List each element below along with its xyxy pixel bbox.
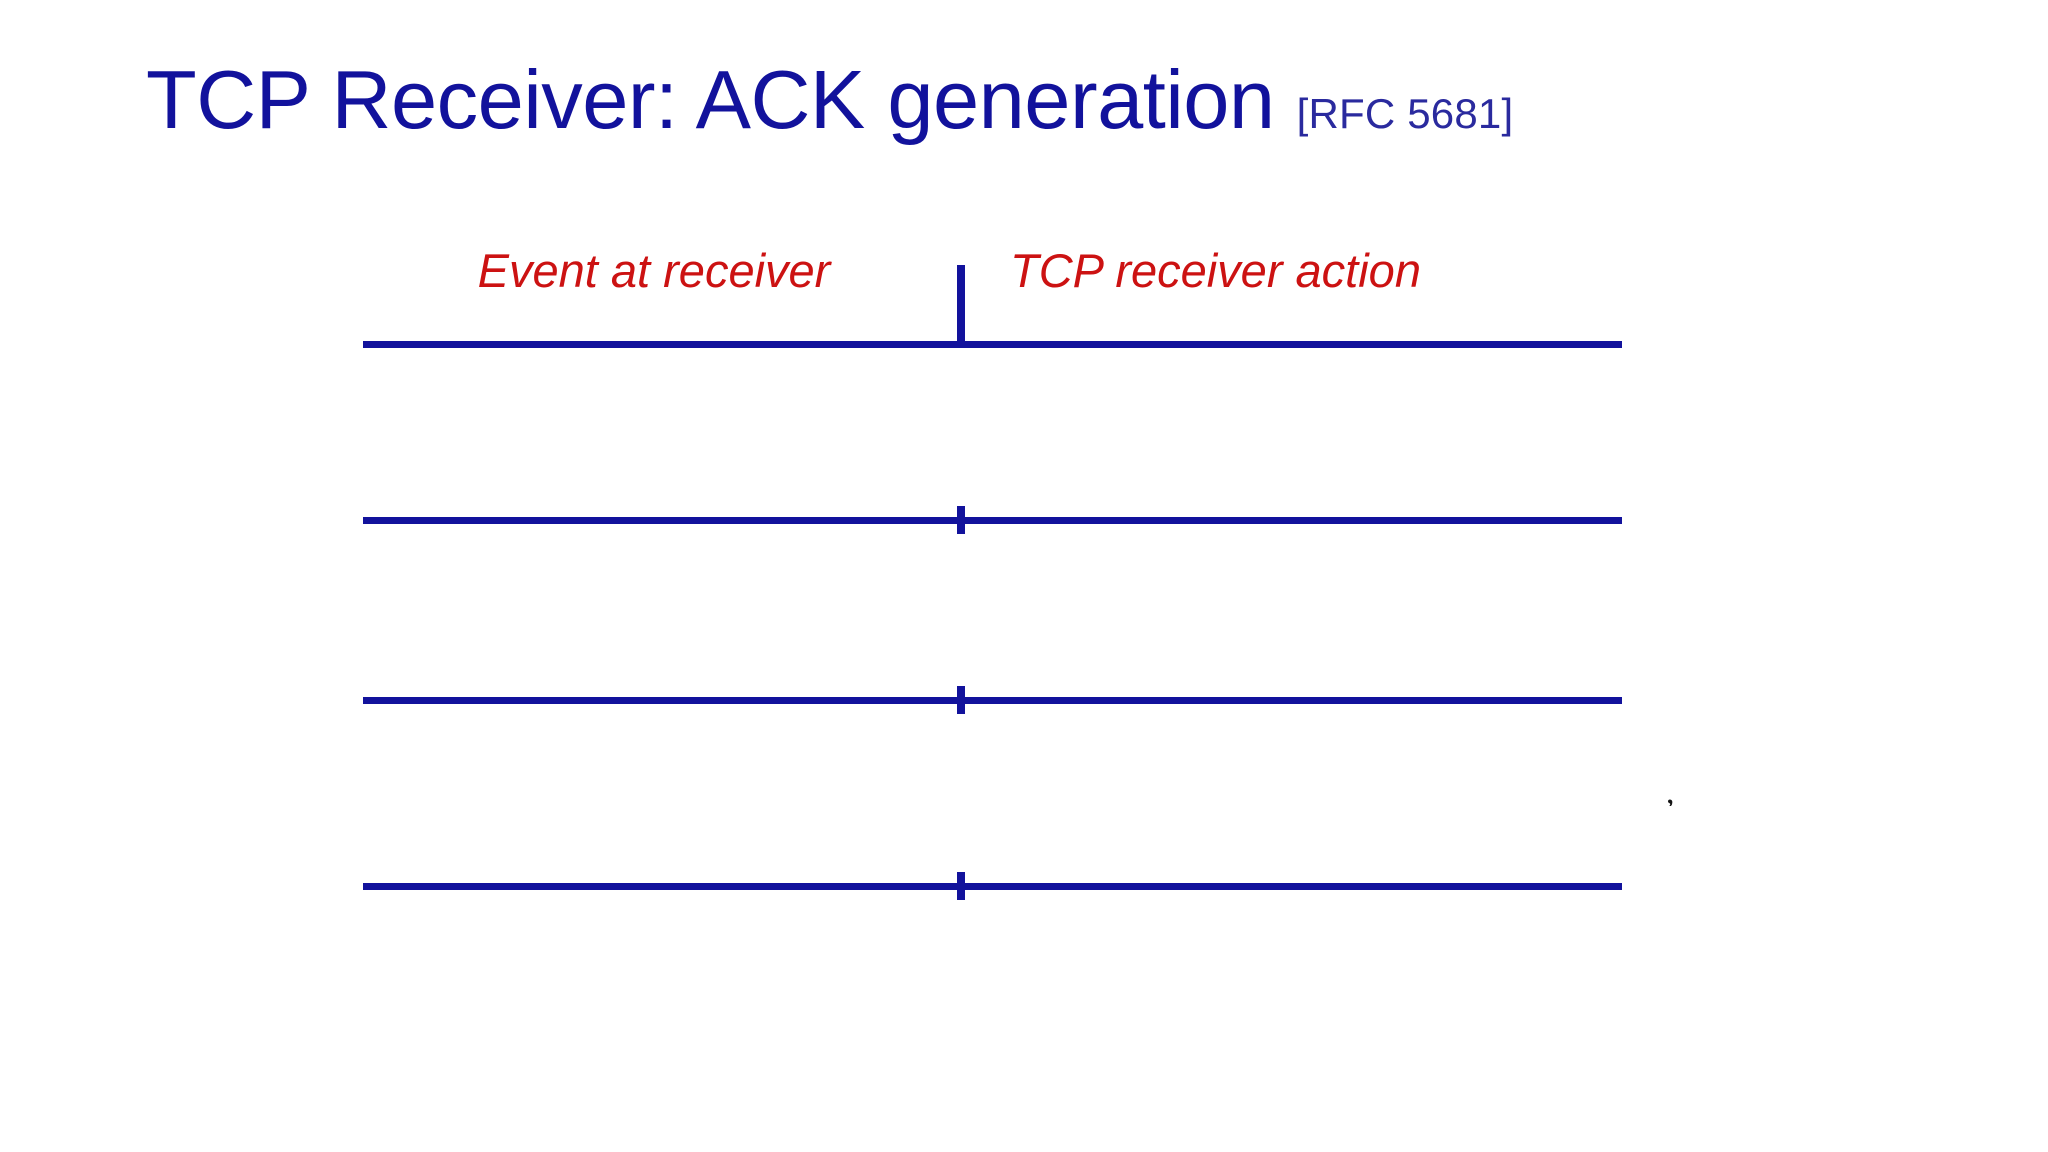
column-divider — [957, 265, 965, 348]
column-header-event: Event at receiver — [477, 244, 831, 297]
row-divider-tick — [957, 872, 965, 900]
rfc-reference: [RFC 5681] — [1296, 90, 1514, 137]
stray-glyph-artifact: , — [1666, 776, 1675, 806]
row-divider-tick — [957, 686, 965, 714]
table-rule-3 — [363, 883, 1622, 890]
column-header-action: TCP receiver action — [1010, 244, 1421, 297]
table-rule-header — [363, 341, 1622, 348]
row-divider-tick — [957, 506, 965, 534]
table-rule-2 — [363, 697, 1622, 704]
table-rule-1 — [363, 517, 1622, 524]
slide-header: TCP Receiver: ACK generation [RFC 5681] — [146, 58, 1513, 141]
page-title: TCP Receiver: ACK generation — [146, 53, 1275, 146]
